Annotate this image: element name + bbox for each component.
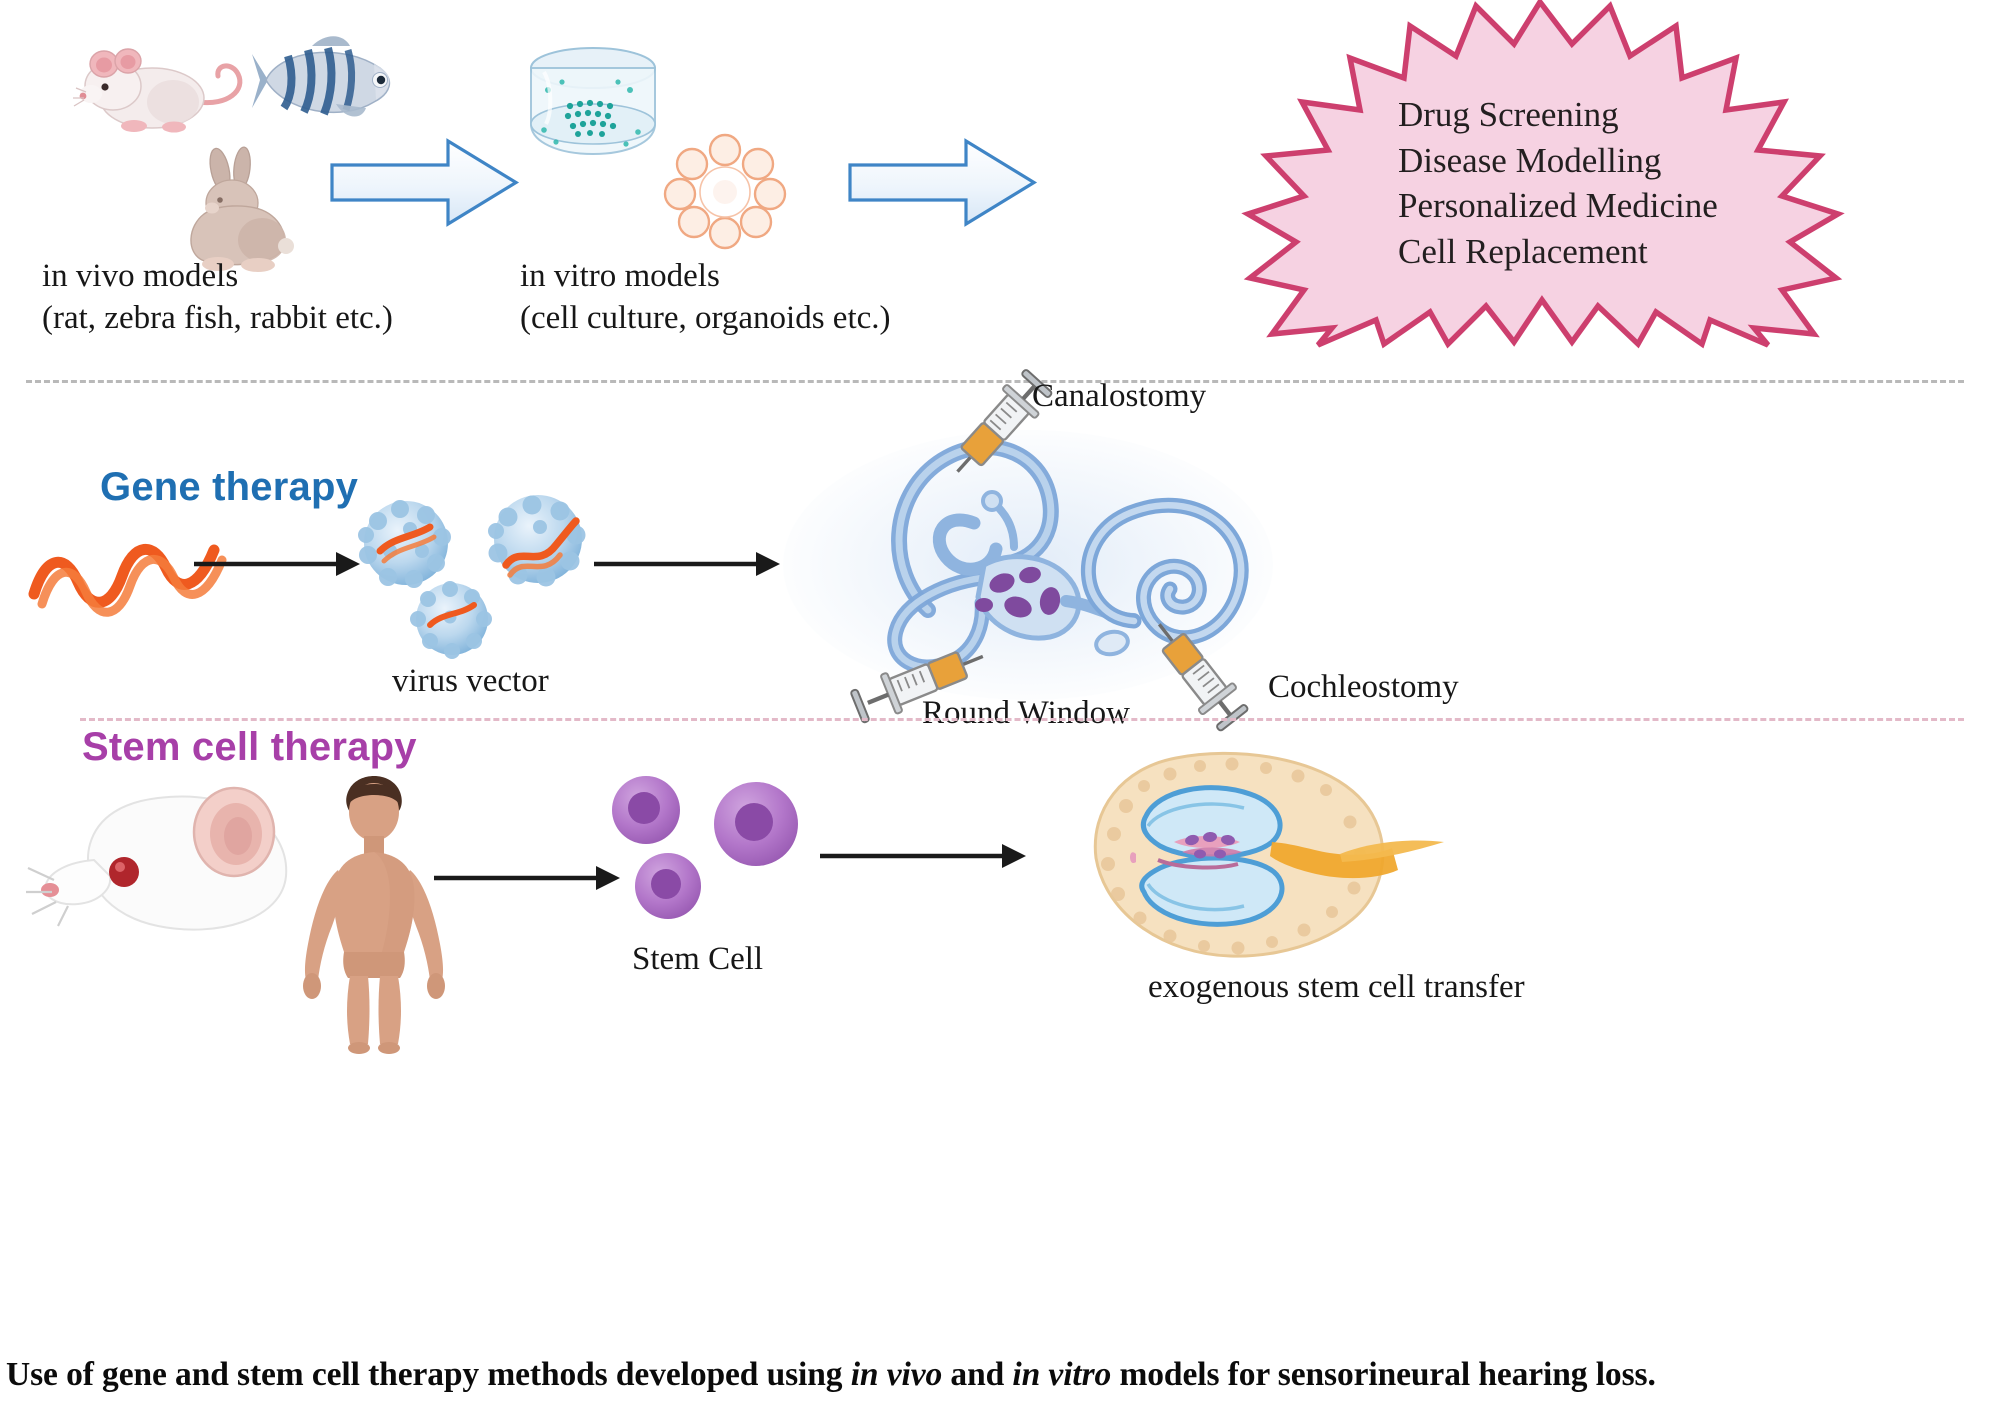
caption-part-1: Use of gene and stem cell therapy method… xyxy=(6,1356,851,1393)
cochleostomy-label: Cochleostomy xyxy=(1268,669,1459,705)
stem-cell-icon-group xyxy=(600,770,830,930)
caption-italic-in-vitro: in vitro xyxy=(1012,1356,1112,1393)
exogenous-transfer-label: exogenous stem cell transfer xyxy=(1148,969,1525,1005)
outcome-item-3: Personalized Medicine xyxy=(1398,186,1718,225)
caption-italic-in-vivo: in vivo xyxy=(850,1356,943,1393)
in-vivo-label-line2: (rat, zebra fish, rabbit etc.) xyxy=(42,300,393,336)
virus-vector-label: virus vector xyxy=(392,663,549,699)
inner-ear-icon xyxy=(778,405,1278,705)
in-vitro-label-line1: in vitro models xyxy=(520,258,720,294)
outcomes-starburst: Drug Screening Disease Modelling Persona… xyxy=(1090,0,1990,349)
mouse-icon xyxy=(73,30,248,140)
dna-strand-icon xyxy=(26,520,227,625)
in-vitro-label-line2: (cell culture, organoids etc.) xyxy=(520,300,891,336)
syringe-icon-cochleostomy xyxy=(1120,600,1270,740)
outcome-item-1: Drug Screening xyxy=(1398,95,1619,134)
divider-bottom xyxy=(80,718,1964,721)
thin-arrow-right-icon-gene-1 xyxy=(192,548,362,580)
outcome-item-2: Disease Modelling xyxy=(1398,140,1662,180)
stem-cell-therapy-heading: Stem cell therapy xyxy=(82,725,417,769)
cochlea-cross-section-icon xyxy=(1040,742,1460,972)
figure-caption: Use of gene and stem cell therapy method… xyxy=(6,1356,1656,1394)
thin-arrow-right-icon-gene-2 xyxy=(592,548,782,580)
block-arrow-right-icon-1 xyxy=(330,135,520,230)
syringe-icon-canalostomy xyxy=(925,360,1065,500)
syringe-icon-round-window xyxy=(842,628,992,738)
virus-particle-icon-group xyxy=(348,495,608,665)
organoid-icon xyxy=(660,132,790,250)
gene-therapy-heading: Gene therapy xyxy=(100,465,359,509)
human-body-icon xyxy=(272,766,472,1056)
thin-arrow-right-icon-stem-1 xyxy=(432,862,622,894)
in-vivo-label-line1: in vivo models xyxy=(42,258,239,294)
outcome-item-4: Cell Replacement xyxy=(1398,231,1648,271)
zebrafish-icon xyxy=(250,28,410,138)
stem-cell-label: Stem Cell xyxy=(632,941,764,977)
canalostomy-label: Canalostomy xyxy=(1032,378,1207,414)
divider-top xyxy=(26,380,1964,383)
thin-arrow-right-icon-stem-2 xyxy=(818,840,1028,872)
caption-part-2: and xyxy=(942,1356,1013,1393)
block-arrow-right-icon-2 xyxy=(848,135,1038,230)
caption-part-3: models for sensorineural hearing loss. xyxy=(1111,1356,1656,1393)
round-window-label: Round Window xyxy=(922,695,1130,731)
petri-dish-icon xyxy=(518,38,668,163)
rabbit-icon xyxy=(158,146,318,278)
mouse-head-icon xyxy=(26,768,308,948)
